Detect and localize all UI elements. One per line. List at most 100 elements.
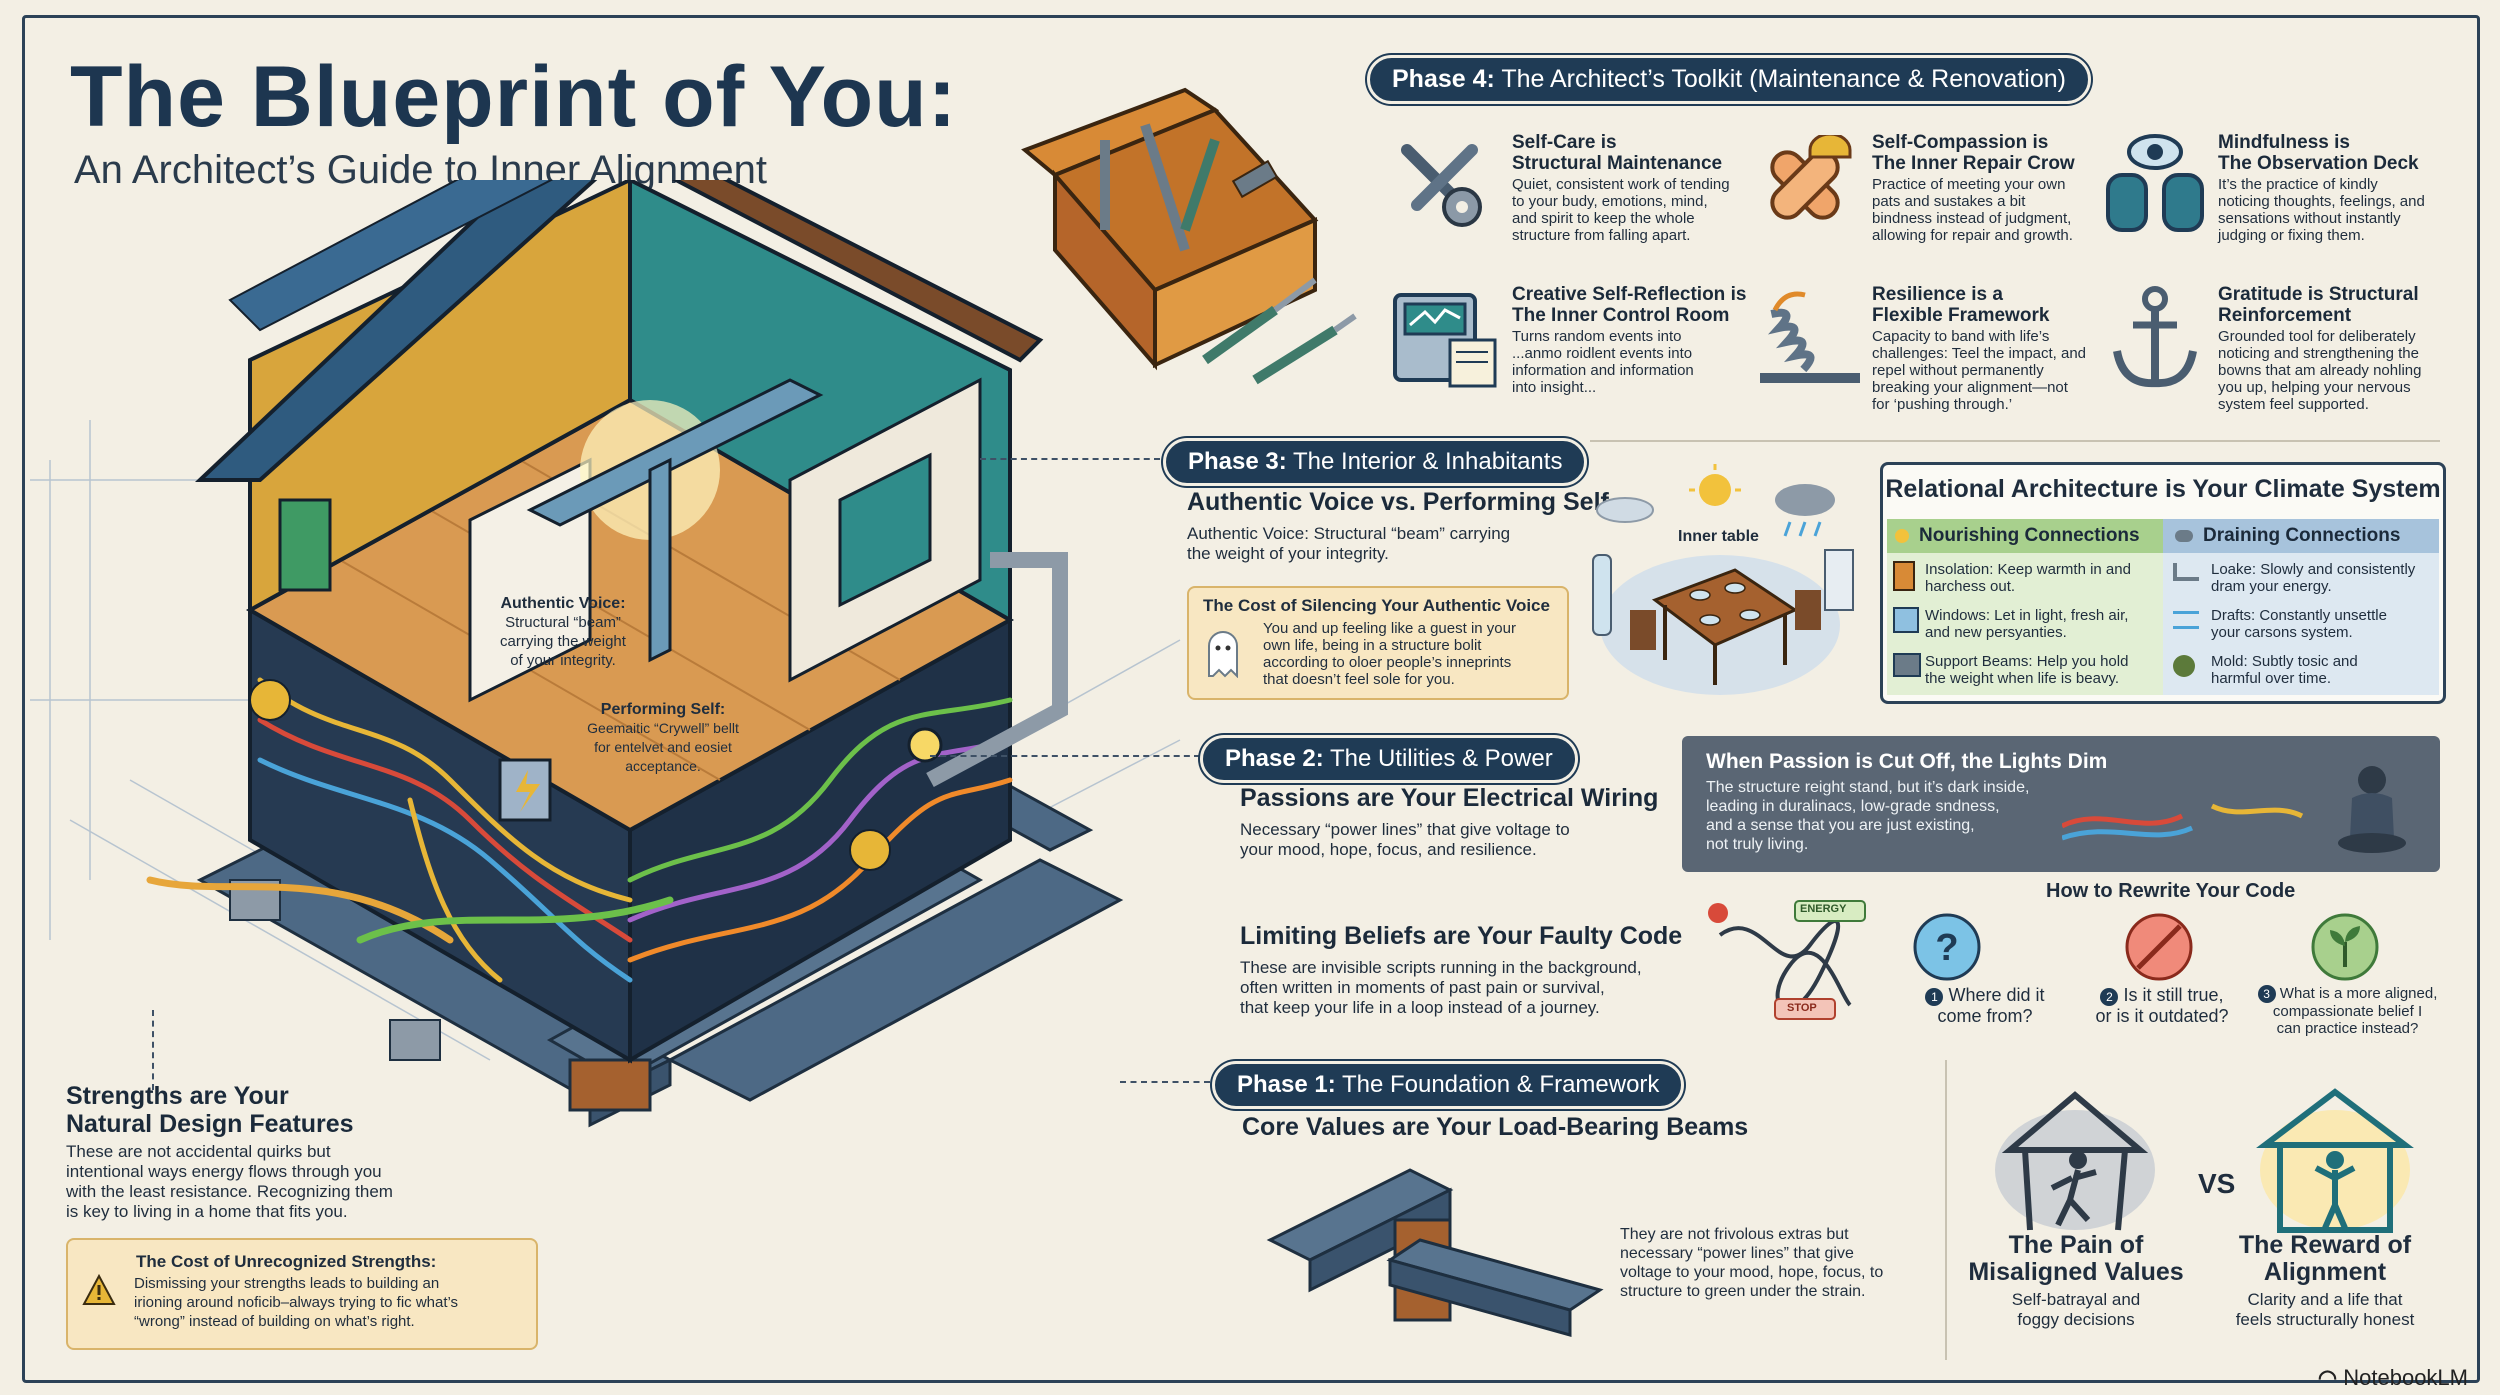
roof-right-edge [671,180,1044,363]
silencing-cost-text: You and up feeling like a guest in your … [1263,620,1516,688]
reflection-title: Creative Self-Reflection is The Inner Co… [1512,284,1747,326]
binoculars-icon [2106,134,2204,232]
rewrite-step-2: 2 Is it still true, or is it outdated? [2082,985,2242,1027]
performing-self-callout: Performing Self: Geemaitic “Crywell” bel… [548,700,778,776]
nourishing-item-2: Windows: Let in light, fresh air, and ne… [1925,607,2129,641]
toolbox-illustration [1021,87,1357,385]
phase4-label-bold: Phase 4: [1392,65,1495,93]
performing-self-title: Performing Self: [600,701,726,718]
phase1-text: They are not frivolous extras but necess… [1620,1226,1884,1300]
no-entry-icon [2125,913,2193,981]
step-text-1: Where did it come from? [1937,985,2045,1026]
footer-logo-text: NotebookLM [2343,1365,2468,1390]
smiley-icon [249,679,291,721]
nourishing-item-1: Insolation: Keep warmth in and harchess … [1925,561,2131,595]
phase2-label-bold: Phase 2: [1225,745,1324,772]
svg-text:?: ? [1935,927,1958,969]
anchor-icon [2113,286,2197,388]
step-number-2: 2 [2100,988,2119,1006]
control-panel-icon [1393,293,1497,388]
question-icon: ? [1913,913,1981,981]
draining-item-3: Mold: Subtly tosic and harmful over time… [2211,653,2358,687]
phase1-label-bold: Phase 1: [1237,1071,1336,1098]
sun-icon [1699,474,1731,506]
phase2-label-rest: The Utilities & Power [1323,745,1553,772]
draining-header-label: Draining Connections [2203,525,2401,546]
aligned-house-icon [2256,1088,2414,1233]
phase3-label-bold: Phase 3: [1188,448,1287,475]
inner-table-illustration [1592,464,1854,695]
phase2-leader [930,755,1200,757]
cut-wires-illustration [2062,803,2304,841]
pain-text: Self-batrayal and foggy decisions [2011,1290,2141,1329]
sprout-icon [2311,913,2379,981]
sad-person-icon [2338,766,2406,853]
radiator-icon [1824,549,1854,611]
reward-text: Clarity and a life that feels structural… [2235,1290,2415,1329]
rewrite-step-1: 1 Where did it come from? [1910,985,2060,1027]
step-text-3: What is a more aligned, compassionate be… [2272,985,2438,1037]
raincloud-icon [2175,529,2193,542]
footer-logo: ◠ NotebookLM [2318,1365,2468,1391]
rewrite-heading: How to Rewrite Your Code [2046,880,2296,902]
relational-architecture-panel: Relational Architecture is Your Climate … [1880,462,2446,704]
wiring-text: Necessary “power lines” that give voltag… [1240,820,1570,859]
strengths-leader [152,1010,154,1090]
strengths-cost-title: The Cost of Unrecognized Strengths: [136,1252,437,1271]
step-number-3: 3 [2257,985,2276,1003]
mold-icon [2173,655,2195,677]
resilience-body: Capacity to band with life’s challenges:… [1872,328,2087,413]
selfcompassion-title: Self-Compassion is The Inner Repair Crow [1872,132,2075,174]
phase1-leader [1120,1081,1210,1083]
spring-icon [1760,291,1860,383]
phase3-pill: Phase 3: The Interior & Inhabitants [1163,438,1588,486]
nourishing-header-label: Nourishing Connections [1919,525,2140,546]
phase1-label-rest: The Foundation & Framework [1335,1071,1660,1098]
phase3-text: Authentic Voice: Structural “beam” carry… [1187,524,1511,563]
pain-title: The Pain of Misaligned Values [1968,1231,2184,1286]
selfcare-title: Self-Care is Structural Maintenance [1512,132,1723,174]
selfcompassion-body: Practice of meeting your own pats and su… [1872,176,2073,244]
support-beam-icon [1893,653,1921,677]
phase3-label-rest: The Interior & Inhabitants [1286,448,1563,475]
page-title: The Blueprint of You: [70,49,958,145]
strengths-cost-text: Dismissing your strengths leads to build… [134,1275,459,1330]
authentic-voice-callout: Authentic Voice: Structural “beam” carry… [478,594,648,670]
phase4-pill: Phase 4: The Architect’s Toolkit (Mainte… [1367,55,2091,104]
authentic-voice-title: Authentic Voice: [500,595,626,612]
phase1-heading: Core Values are Your Load-Bearing Beams [1242,1113,1749,1141]
misaligned-house-icon [1995,1091,2155,1231]
ghost-icon [1208,631,1238,678]
authentic-beam [526,378,824,527]
roof-left [194,180,598,482]
stop-tag: STOP [1787,1002,1817,1014]
authentic-voice-text: Structural “beam” carrying the weight of… [500,614,626,669]
draining-column [2163,553,2439,695]
notebooklm-icon: ◠ [2317,1365,2338,1390]
warning-icon [82,1274,116,1305]
silencing-cost-box: The Cost of Silencing Your Authentic Voi… [1187,586,1569,700]
step-number-1: 1 [1925,988,1944,1006]
silencing-cost-title: The Cost of Silencing Your Authentic Voi… [1203,596,1550,615]
divider [1590,440,2440,442]
page-subtitle: An Architect’s Guide to Inner Alignment [74,148,767,192]
reflection-body: Turns random events into ...anmo roidlen… [1512,328,1694,396]
sun-icon [1895,528,1909,543]
phase3-leader [980,458,1160,460]
faulty-code-text: These are invisible scripts running in t… [1240,958,1642,1017]
divider [1945,1060,1947,1360]
lightbulb-icon [907,727,943,763]
strengths-cost-box: The Cost of Unrecognized Strengths: Dism… [66,1238,538,1350]
nourishing-column [1887,553,2163,695]
rewrite-step-3: 3 What is a more aligned, compassionate … [2240,985,2455,1037]
resilience-title: Resilience is a Flexible Framework [1872,284,2050,326]
nourishing-item-3: Support Beams: Help you hold the weight … [1925,653,2129,687]
draining-item-2: Drafts: Constantly unsettle your carsons… [2211,607,2387,641]
mindfulness-body: It’s the practice of kindly noticing tho… [2218,176,2425,244]
energy-tag: ENERGY [1800,903,1847,915]
phase1-pill: Phase 1: The Foundation & Framework [1212,1061,1685,1109]
reward-title: The Reward of Alignment [2238,1231,2412,1286]
smiley-icon [849,829,891,871]
relational-title: Relational Architecture is Your Climate … [1885,475,2441,503]
strengths-heading: Strengths are Your Natural Design Featur… [66,1082,354,1138]
